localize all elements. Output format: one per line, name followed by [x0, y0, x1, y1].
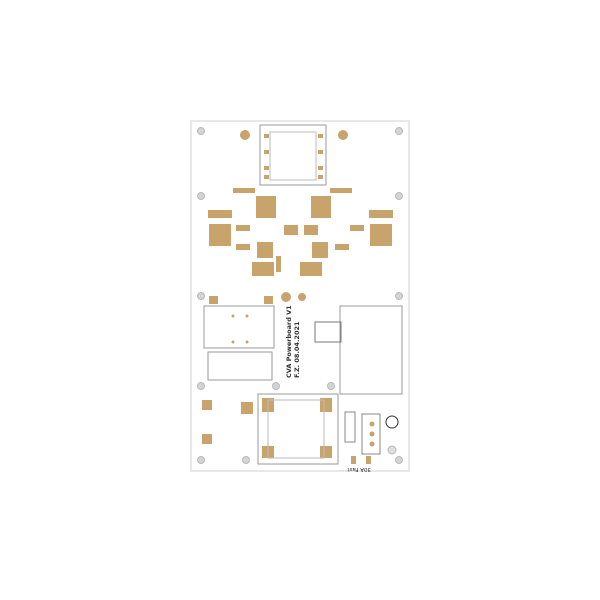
test-point [387, 445, 397, 455]
fuse-holder [361, 413, 381, 455]
left-power-module [203, 305, 275, 349]
board-title: CVA Powerboard V1 [285, 305, 293, 378]
right-power-module [339, 305, 403, 395]
fuse-label: 30A Fast [347, 466, 371, 472]
mounting-holes [197, 127, 403, 464]
top-module-outline [259, 124, 327, 186]
ic-pin-rows [208, 210, 393, 250]
large-pads [240, 130, 348, 302]
bottom-transformer [257, 393, 339, 465]
board-author-date: F.Z. 08.04.2021 [293, 321, 301, 378]
